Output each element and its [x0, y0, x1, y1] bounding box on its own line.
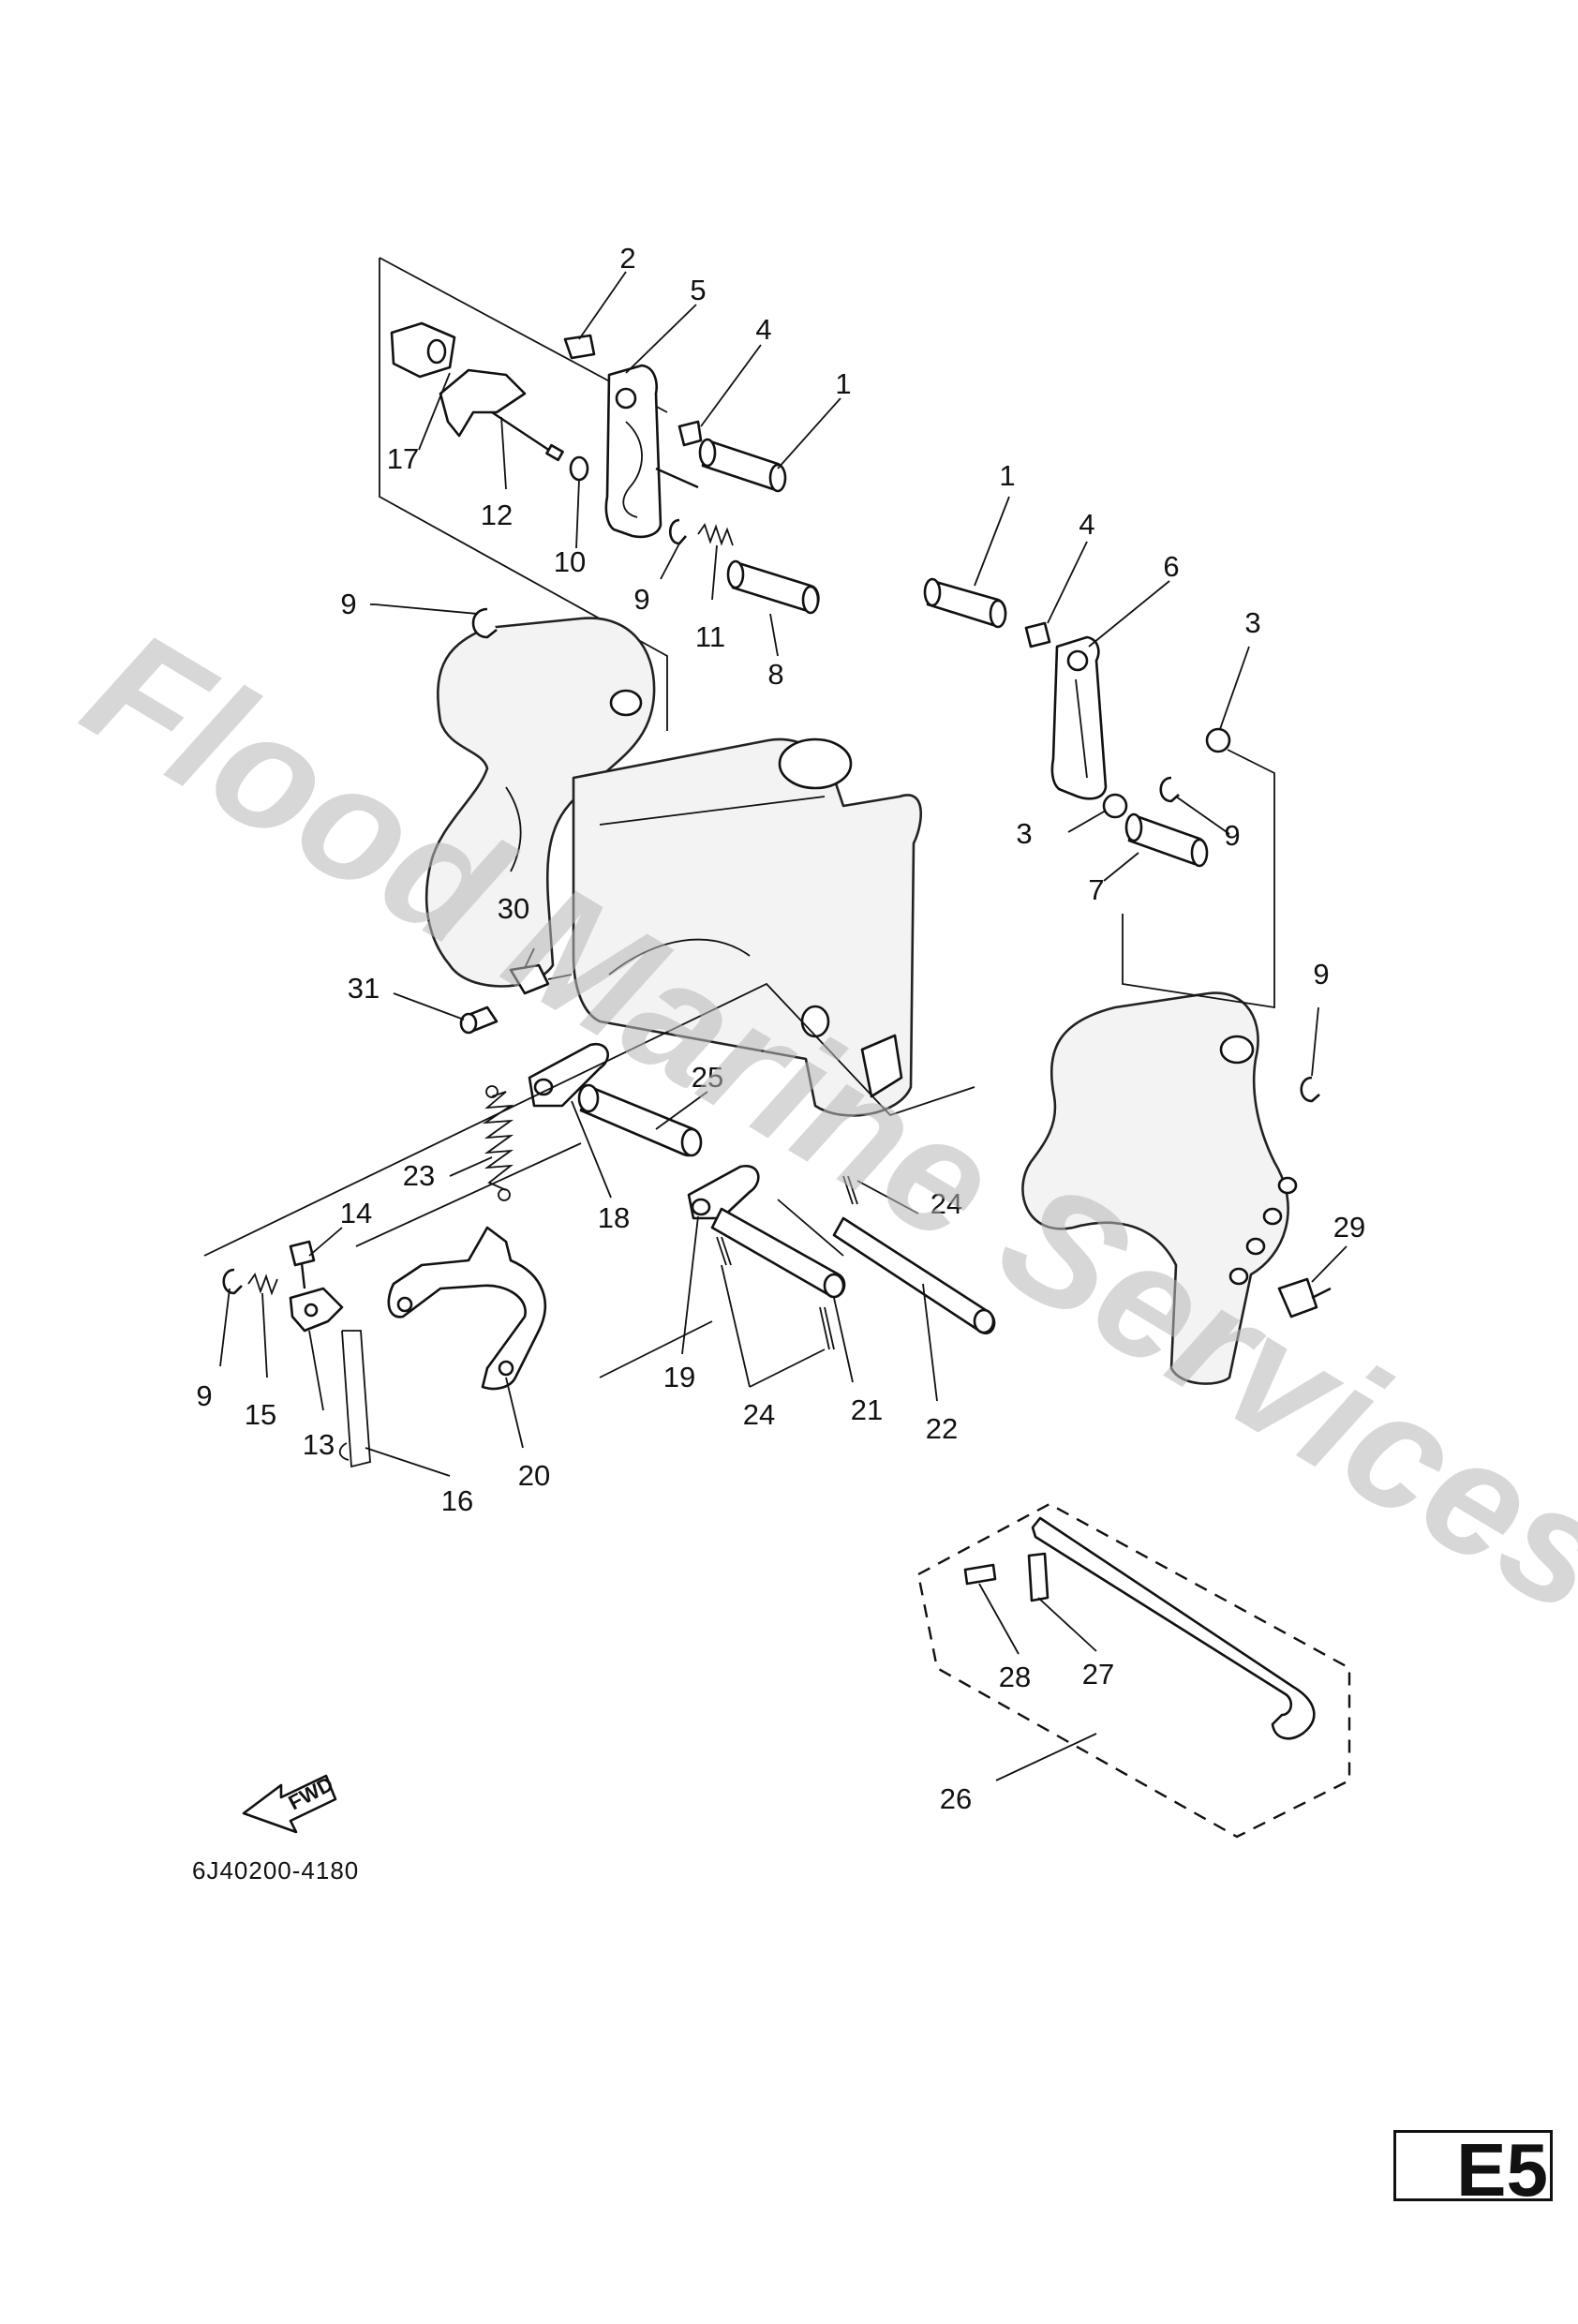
- part-1-pin-top: [698, 438, 787, 493]
- part-23-spring: [482, 1085, 514, 1201]
- part-3-washer-lower: [1102, 793, 1128, 819]
- part-7-pin: [1124, 812, 1209, 868]
- part-24-cotter-upper: [842, 1175, 858, 1205]
- page-tag: E5: [1393, 2128, 1553, 2212]
- callout-24: 24: [930, 1187, 962, 1220]
- callout-24: 24: [743, 1398, 775, 1431]
- part-20-bracket: [387, 1226, 546, 1391]
- part-6-plate: [1050, 635, 1108, 800]
- callout-1: 1: [999, 459, 1015, 492]
- part-9-snap-lower-left: [222, 1268, 243, 1295]
- callout-19: 19: [663, 1361, 695, 1393]
- part-4-washer-right: [1024, 621, 1051, 648]
- callout-27: 27: [1082, 1658, 1114, 1691]
- part-22-rod: [832, 1216, 996, 1334]
- lower-group-outline: [203, 982, 975, 1378]
- callout-20: 20: [518, 1459, 550, 1492]
- callout-9: 9: [633, 583, 649, 616]
- part-13-cam: [289, 1287, 344, 1333]
- page-tag-label: E5: [1456, 2128, 1548, 2212]
- part-28-pin: [963, 1563, 997, 1586]
- part-29-bolt: [1277, 1277, 1332, 1318]
- part-9-snap-right: [1159, 776, 1180, 803]
- part-16-link: [338, 1330, 371, 1468]
- callout-9: 9: [1224, 819, 1240, 852]
- part-18-plate: [528, 1042, 609, 1108]
- callout-labels: 2 5 4 1 17 12 10 9 11 8 9 1 4 6 3 3 9 7 …: [196, 242, 1365, 1815]
- leader-lines: [219, 271, 1347, 1781]
- part-14-bolt: [289, 1240, 316, 1289]
- callout-9: 9: [340, 588, 356, 620]
- part-1-pin-right: [923, 577, 1007, 629]
- callout-21: 21: [851, 1393, 883, 1426]
- part-31-grommet: [459, 1006, 499, 1035]
- part-4-washer-top: [677, 420, 703, 447]
- callout-29: 29: [1333, 1211, 1365, 1244]
- callout-16: 16: [441, 1484, 473, 1517]
- fwd-arrow-icon: FWD: [242, 1772, 337, 1834]
- part-10-washer: [569, 455, 589, 482]
- callout-4: 4: [755, 313, 771, 346]
- part-15-spring: [247, 1273, 278, 1296]
- part-25-tube: [577, 1083, 703, 1157]
- part-26-tilt-rod-assembly: [916, 1502, 1351, 1839]
- part-3-washer-right: [1205, 727, 1231, 753]
- callout-6: 6: [1163, 550, 1179, 583]
- callout-18: 18: [598, 1201, 630, 1234]
- callout-31: 31: [348, 972, 380, 1005]
- callout-28: 28: [999, 1661, 1031, 1693]
- callout-30: 30: [498, 892, 529, 925]
- callout-9: 9: [196, 1379, 212, 1412]
- callout-26: 26: [940, 1782, 972, 1815]
- part-9-snap-upper: [668, 518, 687, 545]
- callout-17: 17: [387, 442, 419, 475]
- callout-11: 11: [695, 620, 725, 653]
- callout-3: 3: [1016, 817, 1032, 850]
- callout-23: 23: [403, 1159, 435, 1192]
- part-9-snap-left: [471, 607, 498, 639]
- callout-4: 4: [1079, 508, 1094, 541]
- callout-7: 7: [1088, 873, 1104, 906]
- callout-25: 25: [692, 1061, 723, 1094]
- callout-9: 9: [1313, 958, 1329, 991]
- part-19-plate: [687, 1165, 760, 1220]
- swivel-bracket: [572, 737, 922, 1117]
- callout-10: 10: [554, 545, 586, 578]
- part-5-plate: [604, 364, 699, 539]
- part-30-clip: [509, 963, 573, 995]
- part-11-spring: [697, 523, 734, 546]
- right-clamp-bracket: [1021, 749, 1298, 1385]
- part-8-shaft: [726, 559, 820, 615]
- callout-14: 14: [340, 1197, 372, 1229]
- callout-13: 13: [303, 1428, 335, 1461]
- callout-15: 15: [245, 1398, 276, 1431]
- callout-3: 3: [1244, 606, 1260, 639]
- part-9-snap-far-right: [1300, 1076, 1320, 1103]
- part-code: 6J40200-4180: [192, 1856, 359, 1885]
- left-clamp-bracket: [424, 617, 656, 988]
- part-27-pin: [1027, 1552, 1050, 1602]
- callout-1: 1: [835, 367, 851, 400]
- callout-5: 5: [690, 274, 706, 306]
- part-2-clip: [563, 334, 596, 360]
- callout-22: 22: [926, 1412, 958, 1445]
- callout-12: 12: [481, 499, 513, 531]
- part-24-cotter-lower: [716, 1236, 835, 1350]
- part-12-lever: [439, 368, 564, 462]
- part-17-knob: [390, 321, 456, 379]
- callout-2: 2: [619, 242, 635, 275]
- callout-8: 8: [767, 658, 783, 691]
- part-21-shaft: [710, 1207, 846, 1299]
